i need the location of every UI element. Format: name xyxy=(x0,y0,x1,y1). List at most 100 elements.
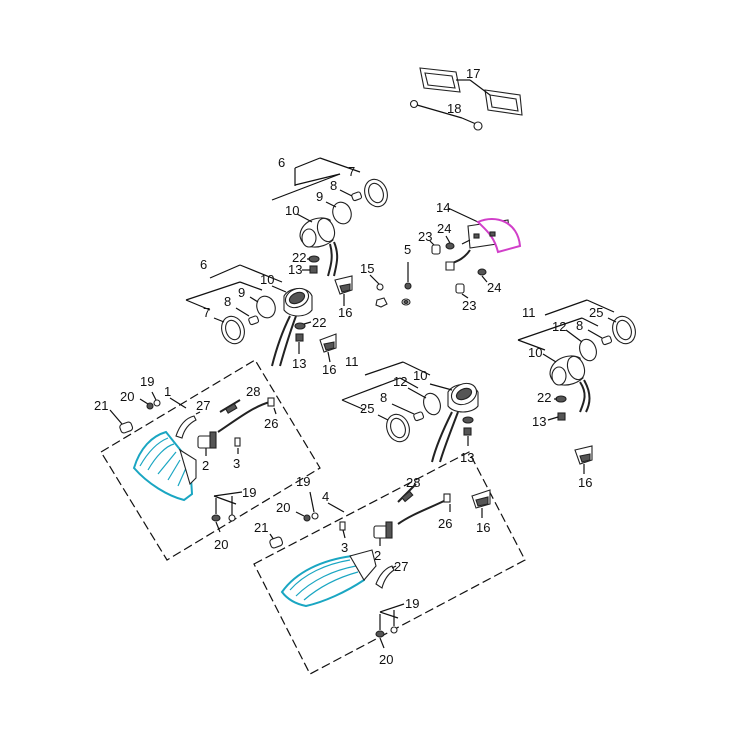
cap-21a xyxy=(109,409,134,434)
screw-19c xyxy=(309,491,319,520)
license-lamp-14 xyxy=(445,207,522,271)
nut-13-right xyxy=(547,412,566,421)
callout-20d: 20 xyxy=(379,652,393,667)
callout-10c: 10 xyxy=(528,345,542,360)
housing-10-left xyxy=(271,285,313,367)
callout-25a: 25 xyxy=(589,305,603,320)
callout-22b: 22 xyxy=(312,315,326,330)
callout-11a: 11 xyxy=(522,305,536,320)
bulb-3a xyxy=(234,437,241,454)
callout-26a: 26 xyxy=(264,416,278,431)
callout-8b: 8 xyxy=(224,294,231,309)
callout-20a: 20 xyxy=(120,389,134,404)
callout-2a: 2 xyxy=(202,458,209,473)
nut-13-left xyxy=(295,333,304,354)
stud-5 xyxy=(401,262,412,306)
callout-10a: 10 xyxy=(285,203,299,218)
callout-20b: 20 xyxy=(214,537,228,552)
leader-1 xyxy=(169,397,187,409)
bulb-2a xyxy=(197,431,217,456)
callout-18: 18 xyxy=(447,101,461,116)
callout-9b: 9 xyxy=(238,285,245,300)
bulb-8-upper xyxy=(339,189,363,202)
callout-7b: 7 xyxy=(203,305,210,320)
callout-21a: 21 xyxy=(94,398,108,413)
callout-8c: 8 xyxy=(576,318,583,333)
harness-26a xyxy=(217,397,277,433)
washer-22-center xyxy=(462,416,474,446)
callout-16c: 16 xyxy=(578,475,592,490)
bracket-16-upper xyxy=(334,275,353,306)
callout-10b: 10 xyxy=(260,272,274,287)
callout-21b: 21 xyxy=(254,520,268,535)
bracket-16-lower xyxy=(471,489,491,518)
washer-22-upper xyxy=(307,255,320,263)
callout-7a: 7 xyxy=(348,164,355,179)
leader-lines-11-center xyxy=(341,361,431,411)
lens-25-center xyxy=(377,413,410,443)
leader-4 xyxy=(327,502,345,513)
lens-7-upper xyxy=(364,178,388,208)
callout-23b: 23 xyxy=(462,298,476,313)
housing-10-center xyxy=(429,382,479,463)
callout-22c: 22 xyxy=(537,390,551,405)
callout-9a: 9 xyxy=(316,189,323,204)
callout-16a: 16 xyxy=(338,305,352,320)
callout-3b: 3 xyxy=(341,540,348,555)
callout-25b: 25 xyxy=(360,401,374,416)
callout-5: 5 xyxy=(404,242,411,257)
cover-27a xyxy=(175,411,201,439)
callout-27b: 27 xyxy=(394,559,408,574)
bulb-28b xyxy=(397,483,417,503)
callout-13a: 13 xyxy=(288,262,302,277)
nut-13-upper xyxy=(302,265,318,274)
callout-6b: 6 xyxy=(200,257,207,272)
callout-19b: 19 xyxy=(242,485,256,500)
callout-8a: 8 xyxy=(330,178,337,193)
nut-20b xyxy=(211,498,221,533)
callout-27a: 27 xyxy=(196,398,210,413)
callout-11b: 11 xyxy=(345,354,359,369)
callout-8d: 8 xyxy=(380,390,387,405)
callout-23a: 23 xyxy=(418,229,432,244)
callout-24b: 24 xyxy=(487,280,501,295)
nut-20c xyxy=(295,511,311,522)
leader-lines-6-7-left xyxy=(185,264,283,311)
leader-lines-6-7-upper xyxy=(271,157,361,201)
bulb-8-center xyxy=(391,403,425,422)
callout-6a: 6 xyxy=(278,155,285,170)
callout-16d: 16 xyxy=(476,520,490,535)
gasket-12-center xyxy=(407,387,441,416)
reflector-pair-17 xyxy=(419,67,523,116)
housing-10-upper xyxy=(296,213,339,277)
callout-12b: 12 xyxy=(393,374,407,389)
callout-19c: 19 xyxy=(296,474,310,489)
gasket-9-left xyxy=(249,295,276,319)
bracket-16-right xyxy=(574,445,593,474)
callout-1: 1 xyxy=(164,384,171,399)
callout-24a: 24 xyxy=(437,221,451,236)
dashed-box-headlight-1 xyxy=(100,359,321,561)
bulb-8-right xyxy=(587,329,613,346)
cover-27b xyxy=(375,565,397,589)
callout-19a: 19 xyxy=(140,374,154,389)
headlight-lens-4 xyxy=(280,549,377,608)
callout-12a: 12 xyxy=(552,319,566,334)
screw-19b xyxy=(213,491,243,522)
bulb-28a xyxy=(219,399,241,414)
screw-19a xyxy=(151,391,161,407)
dashed-box-headlight-4 xyxy=(253,451,526,675)
bracket-16-middle xyxy=(319,333,337,363)
callout-17: 17 xyxy=(466,66,480,81)
bulb-2b xyxy=(373,521,393,546)
callout-4: 4 xyxy=(322,489,329,504)
bulb-3b xyxy=(339,521,346,539)
callout-13b: 13 xyxy=(292,356,306,371)
bulb-8-left xyxy=(235,307,260,326)
nut-24a xyxy=(445,235,455,250)
harness-26b xyxy=(397,493,451,525)
callout-15: 15 xyxy=(360,261,374,276)
callout-10d: 10 xyxy=(413,368,427,383)
housing-10-right xyxy=(542,353,591,413)
